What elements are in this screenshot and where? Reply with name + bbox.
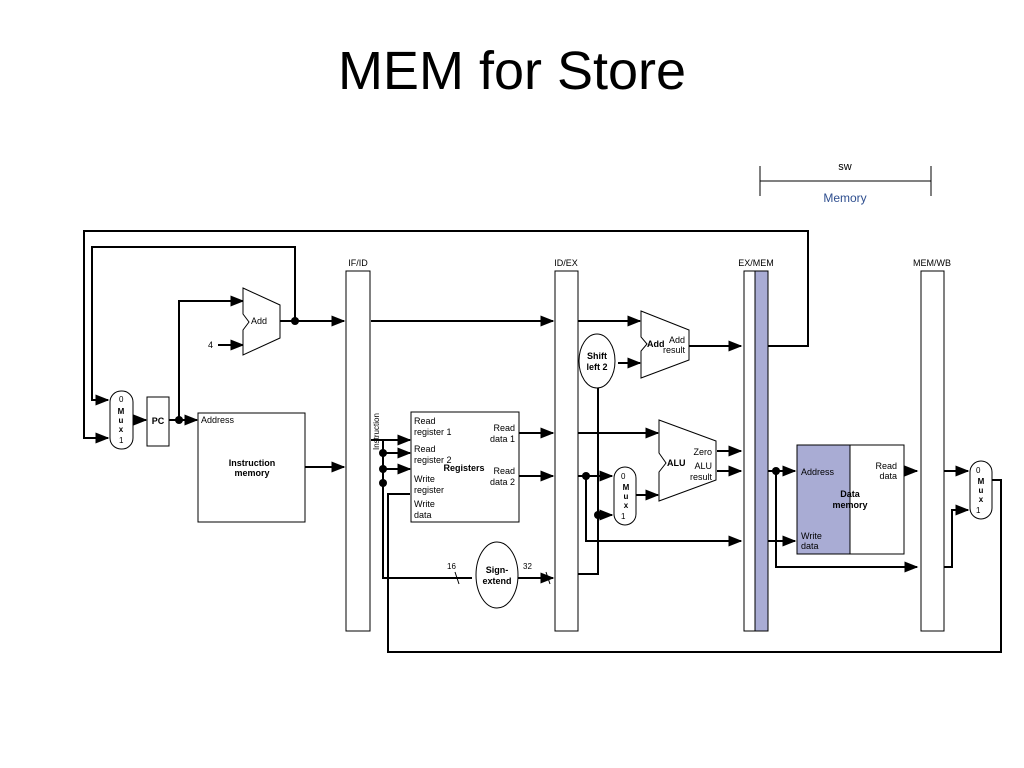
id-ex-register — [554, 270, 579, 632]
data-memory: Address Read data Data memory Write data — [796, 444, 905, 555]
svg-text:Registers: Registers — [443, 463, 484, 473]
svg-text:data: data — [801, 541, 819, 551]
svg-text:register: register — [414, 485, 444, 495]
svg-text:Shift: Shift — [587, 351, 607, 361]
mem-wb-label: MEM/WB — [913, 258, 951, 268]
svg-text:register 1: register 1 — [414, 427, 452, 437]
svg-text:Write: Write — [414, 474, 435, 484]
svg-text:1: 1 — [119, 436, 124, 445]
svg-text:1: 1 — [621, 512, 626, 521]
program-counter: PC — [146, 396, 170, 447]
alu: ALU Zero ALU result — [658, 419, 717, 502]
svg-text:data: data — [414, 510, 432, 520]
svg-text:Add: Add — [647, 339, 665, 349]
svg-text:result: result — [663, 345, 686, 355]
id-ex-label: ID/EX — [554, 258, 578, 268]
page-title: MEM for Store — [337, 41, 687, 101]
svg-text:0: 0 — [119, 395, 124, 404]
svg-text:Instruction: Instruction — [229, 458, 276, 468]
instruction-memory: Address Instruction memory — [197, 412, 306, 523]
svg-text:register 2: register 2 — [414, 455, 452, 465]
svg-text:u: u — [624, 492, 629, 501]
stage-indicator: sw Memory — [759, 161, 932, 205]
branch-adder: Add Add result — [640, 310, 690, 379]
sign-extend: Sign- extend 16 32 — [447, 541, 532, 609]
svg-text:Read: Read — [414, 444, 436, 454]
svg-text:M: M — [623, 483, 630, 492]
svg-text:u: u — [119, 416, 124, 425]
svg-text:M: M — [118, 407, 125, 416]
svg-text:M: M — [978, 477, 985, 486]
svg-text:Address: Address — [201, 415, 235, 425]
svg-text:Zero: Zero — [693, 447, 712, 457]
svg-text:Read: Read — [414, 416, 436, 426]
svg-text:data 1: data 1 — [490, 434, 515, 444]
if-id-label: IF/ID — [348, 258, 368, 268]
svg-text:Address: Address — [801, 467, 835, 477]
svg-text:1: 1 — [976, 506, 981, 515]
svg-text:memory: memory — [832, 500, 867, 510]
if-id-register — [345, 270, 371, 632]
alu-src-mux: 0 M u x 1 — [613, 466, 637, 526]
instruction-label: Instruction — [372, 413, 381, 450]
svg-text:Data: Data — [840, 489, 861, 499]
register-file: Read register 1 Read register 2 Write re… — [410, 411, 520, 523]
svg-text:PC: PC — [152, 416, 165, 426]
svg-text:data 2: data 2 — [490, 477, 515, 487]
shift-left-2: Shift left 2 — [578, 333, 616, 389]
constant-four: 4 — [208, 340, 213, 350]
svg-text:Add: Add — [669, 335, 685, 345]
svg-text:Read: Read — [875, 461, 897, 471]
svg-text:x: x — [979, 495, 984, 504]
svg-text:0: 0 — [976, 466, 981, 475]
svg-text:memory: memory — [234, 468, 269, 478]
svg-text:Add: Add — [251, 316, 267, 326]
pipeline-registers: IF/ID ID/EX EX/MEM MEM/WB — [345, 258, 951, 632]
svg-text:left 2: left 2 — [586, 362, 607, 372]
ex-mem-label: EX/MEM — [738, 258, 774, 268]
wires — [83, 230, 1002, 653]
stage-instruction: sw — [838, 161, 852, 173]
svg-text:x: x — [624, 501, 629, 510]
pc-mux: 0 M u x 1 — [109, 390, 134, 450]
pc-adder: Add — [242, 287, 281, 356]
svg-text:Write: Write — [414, 499, 435, 509]
svg-text:ALU: ALU — [694, 461, 712, 471]
svg-text:x: x — [119, 425, 124, 434]
ex-mem-highlight — [754, 270, 769, 632]
svg-text:extend: extend — [482, 576, 511, 586]
svg-text:u: u — [979, 486, 984, 495]
svg-text:Read: Read — [493, 466, 515, 476]
svg-text:result: result — [690, 472, 713, 482]
svg-text:0: 0 — [621, 472, 626, 481]
svg-text:data: data — [879, 471, 897, 481]
mem-wb-register — [920, 270, 945, 632]
svg-text:Read: Read — [493, 423, 515, 433]
sign-extend-in-bits: 16 — [447, 562, 456, 571]
svg-text:Sign-: Sign- — [486, 565, 509, 575]
stage-label: Memory — [823, 191, 866, 205]
writeback-mux: 0 M u x 1 — [969, 460, 993, 520]
sign-extend-out-bits: 32 — [523, 562, 532, 571]
svg-text:Write: Write — [801, 531, 822, 541]
svg-text:ALU: ALU — [667, 458, 686, 468]
